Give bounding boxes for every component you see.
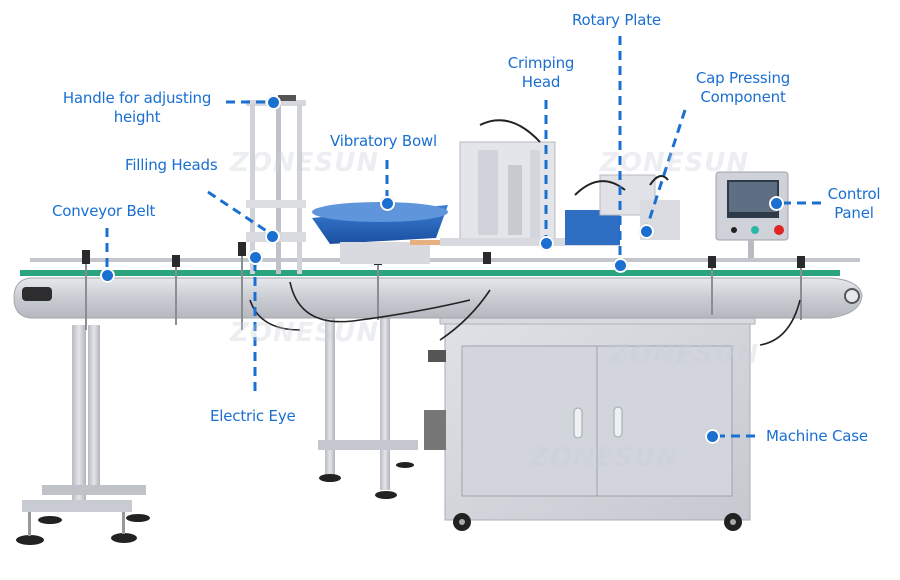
- watermark: ZONESUN: [230, 148, 380, 178]
- leader-lines: [105, 36, 822, 438]
- filling-heads-marker: [265, 229, 280, 244]
- filling-column: [246, 95, 306, 274]
- left-stand: [16, 325, 150, 545]
- machine-case-marker: [705, 429, 720, 444]
- crimping-head-marker: [539, 236, 554, 251]
- middle-stand: [318, 315, 418, 499]
- vibratory-bowl-shape: [312, 202, 460, 264]
- watermark: ZONESUN: [610, 340, 760, 370]
- watermark: ZONESUN: [600, 148, 750, 178]
- label-control-panel: Control Panel: [827, 185, 881, 222]
- label-machine-case: Machine Case: [766, 427, 868, 445]
- conveyor-belt-marker: [100, 268, 115, 283]
- label-rotary-plate: Rotary Plate: [572, 11, 661, 29]
- label-cap-pressing: Cap Pressing Component: [695, 69, 791, 106]
- rotary-plate-marker: [613, 258, 628, 273]
- vibratory-bowl-marker: [380, 196, 395, 211]
- watermark: ZONESUN: [530, 443, 680, 473]
- machine-cabinet: [424, 313, 756, 531]
- capping-station: [440, 119, 680, 246]
- handle-marker: [266, 95, 281, 110]
- label-conveyor-belt: Conveyor Belt: [52, 202, 156, 220]
- control-panel-shape: [715, 171, 789, 258]
- label-handle: Handle for adjusting height: [62, 89, 212, 126]
- label-electric-eye: Electric Eye: [210, 407, 296, 425]
- cables: [249, 281, 801, 346]
- electric-eye-marker: [248, 250, 263, 265]
- control-panel-marker: [769, 196, 784, 211]
- label-vibratory-bowl: Vibratory Bowl: [330, 132, 437, 150]
- watermark: ZONESUN: [230, 318, 380, 348]
- cap-pressing-marker: [639, 224, 654, 239]
- label-filling-heads: Filling Heads: [125, 156, 218, 174]
- conveyor: [13, 242, 863, 330]
- label-crimping-head: Crimping Head: [507, 54, 575, 91]
